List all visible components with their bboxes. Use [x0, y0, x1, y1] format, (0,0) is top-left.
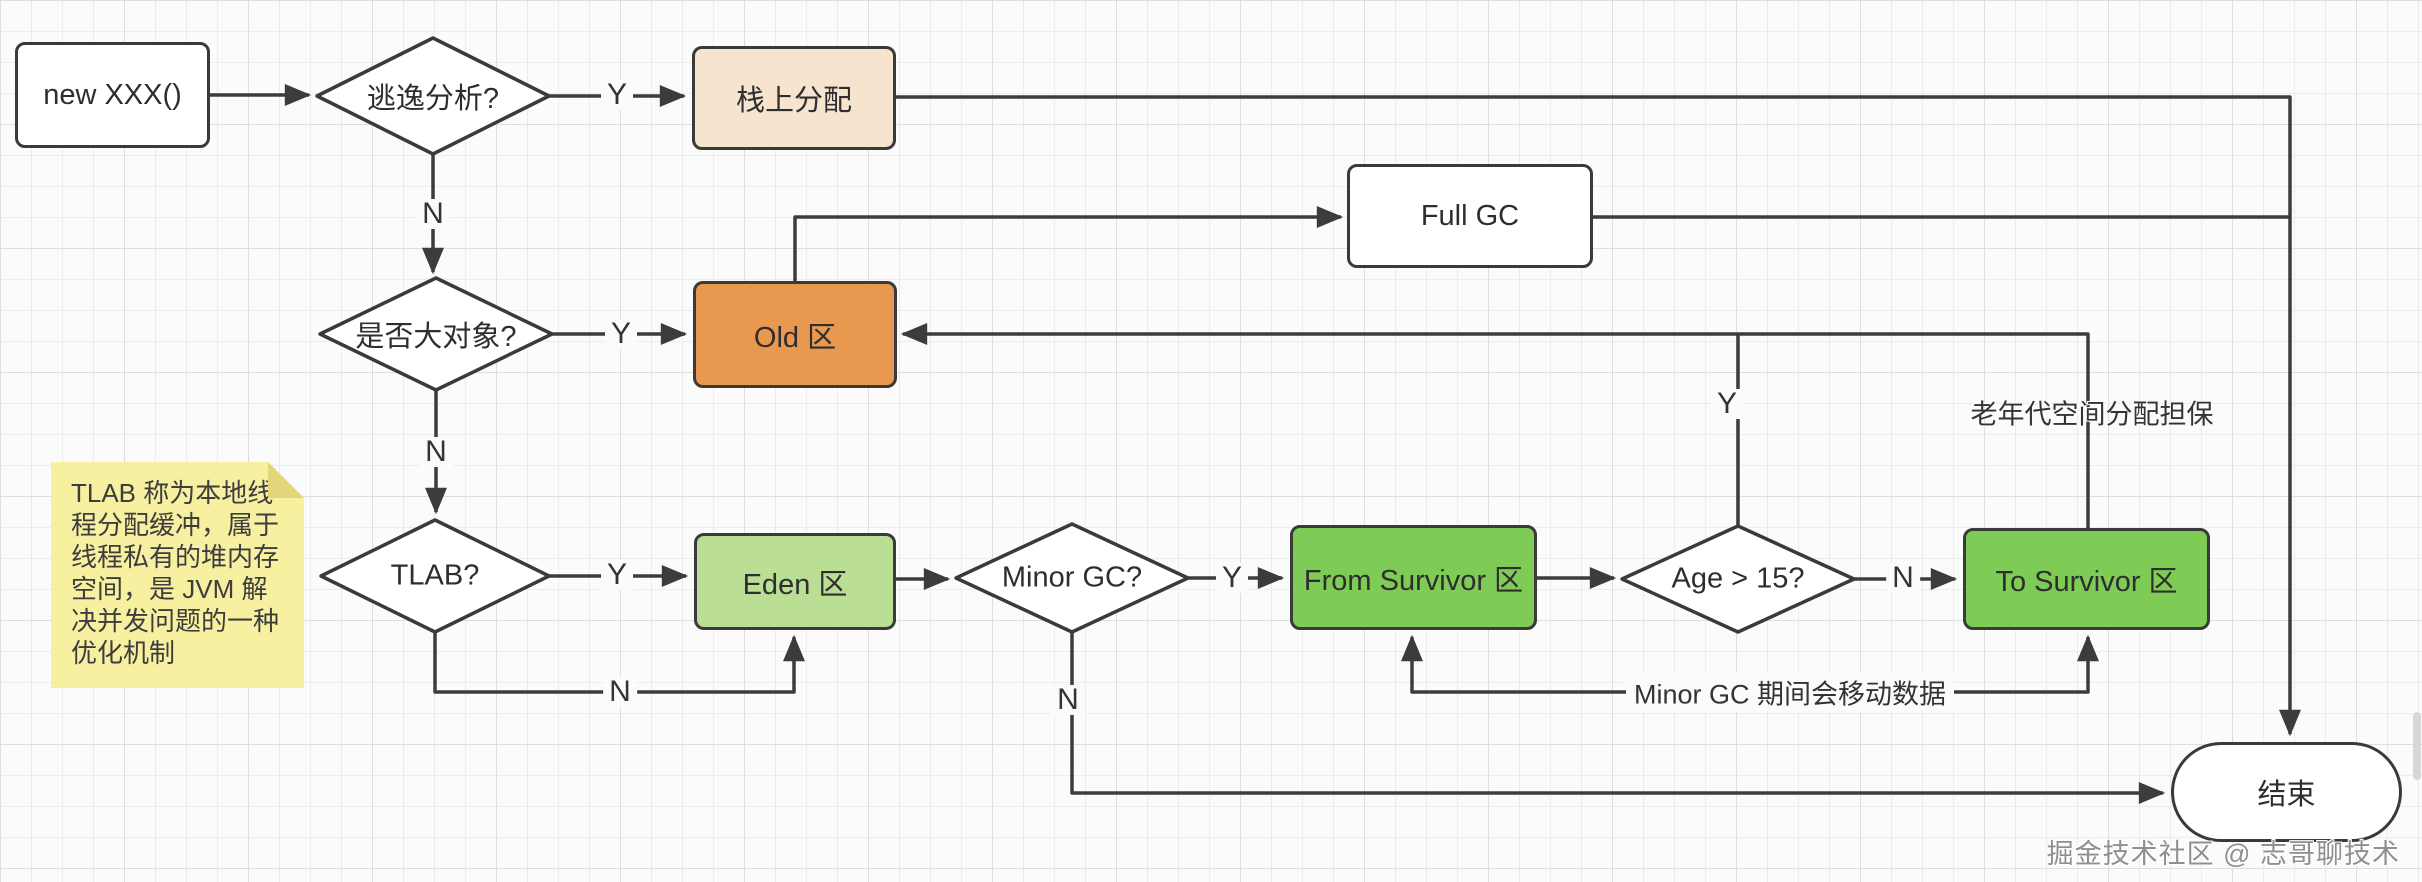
label-age-no: N — [1886, 563, 1920, 593]
label-minor-gc-yes: Y — [1215, 563, 1249, 593]
node-to-survivor-label: To Survivor 区 — [1995, 566, 2178, 598]
sticky-note-tlab: TLAB 称为本地线程分配缓冲，属于线程私有的堆内存空间，是 JVM 解决并发问… — [51, 462, 304, 688]
label-minor-gc-no: N — [1051, 685, 1085, 715]
node-eden-label: Eden 区 — [742, 568, 848, 601]
node-stack-allocation: 栈上分配 — [692, 46, 896, 150]
node-eden: Eden 区 — [694, 533, 896, 630]
label-big-object-yes: Y — [604, 319, 638, 349]
label-big-object-no: N — [419, 437, 453, 467]
node-from-survivor: From Survivor 区 — [1290, 525, 1537, 630]
diamond-minor-gc-label: Minor GC? — [1001, 561, 1143, 594]
node-old-gen: Old 区 — [693, 281, 897, 388]
sticky-note-tlab-text: TLAB 称为本地线程分配缓冲，属于线程私有的堆内存空间，是 JVM 解决并发问… — [71, 478, 280, 668]
watermark: 掘金技术社区 @ 志哥聊技术 — [2046, 839, 2400, 869]
diamond-escape-analysis-label: 逃逸分析? — [366, 83, 500, 115]
edge-minorgc-no-to-end — [1070, 632, 2166, 804]
edge-stack-to-end — [896, 95, 2301, 737]
edge-tosurvivor-guarantee-to-old — [900, 323, 2090, 528]
diamond-age-check-label: Age > 15? — [1671, 562, 1805, 595]
label-escape-yes: Y — [600, 80, 634, 110]
label-tlab-yes: Y — [600, 560, 634, 590]
label-tlab-no: N — [603, 677, 637, 707]
node-start-label: new XXX() — [43, 78, 182, 111]
node-end: 结束 — [2171, 742, 2402, 842]
label-old-gen-guarantee: 老年代空间分配担保 — [1970, 399, 2214, 430]
diamond-escape-analysis — [315, 36, 551, 156]
node-full-gc: Full GC — [1347, 164, 1593, 268]
node-to-survivor: To Survivor 区 — [1963, 528, 2210, 630]
diamond-tlab-label: TLAB? — [390, 559, 480, 592]
diamond-tlab — [319, 518, 551, 634]
label-age-yes: Y — [1710, 389, 1744, 419]
diamond-big-object-label: 是否大对象? — [355, 321, 517, 353]
node-stack-allocation-label: 栈上分配 — [735, 85, 852, 117]
node-end-label: 结束 — [2257, 779, 2316, 811]
node-full-gc-label: Full GC — [1420, 199, 1520, 232]
node-from-survivor-label: From Survivor 区 — [1303, 564, 1524, 597]
diamond-minor-gc — [954, 522, 1190, 634]
diamond-big-object — [318, 276, 554, 392]
label-escape-no: N — [416, 199, 450, 229]
diamond-age-check — [1620, 524, 1856, 634]
label-survivor-move: Minor GC 期间会移动数据 — [1625, 672, 1955, 712]
node-start: new XXX() — [15, 42, 210, 148]
node-old-gen-label: Old 区 — [753, 321, 837, 354]
scrollbar-thumb[interactable] — [2413, 712, 2421, 780]
edge-old-to-fullgc — [793, 206, 1344, 281]
